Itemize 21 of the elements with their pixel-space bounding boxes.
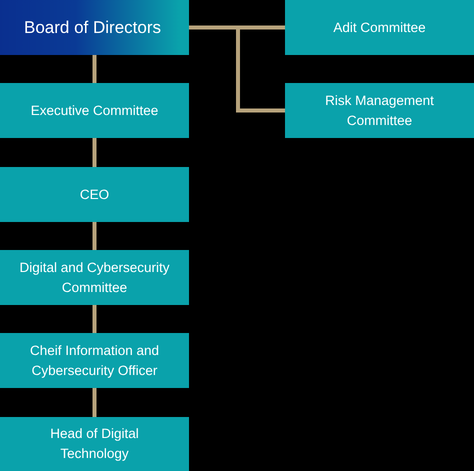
connector-line — [92, 388, 96, 417]
org-box — [285, 0, 474, 55]
box-label: Board of Directors — [24, 18, 161, 38]
connector-line — [92, 138, 96, 167]
box-label: Cheif Information and Cybersecurity Officer — [28, 342, 160, 380]
box-label: Risk Management Committee — [324, 92, 435, 130]
org-box — [0, 167, 189, 222]
org-box — [0, 0, 189, 55]
connector-line — [92, 222, 96, 250]
box-label: Digital and Cybersecurity Committee — [18, 258, 171, 296]
box-label: Head of Digital Technology — [49, 425, 140, 463]
box-label: CEO — [80, 186, 110, 204]
org-box — [0, 83, 189, 138]
org-box — [0, 333, 189, 388]
box-label: Adit Committee — [333, 18, 426, 36]
org-box — [0, 417, 189, 471]
org-box — [0, 250, 189, 305]
org-box — [285, 83, 474, 138]
box-label: Executive Committee — [30, 102, 158, 120]
connector-line — [92, 55, 96, 83]
connector-line — [92, 305, 96, 333]
